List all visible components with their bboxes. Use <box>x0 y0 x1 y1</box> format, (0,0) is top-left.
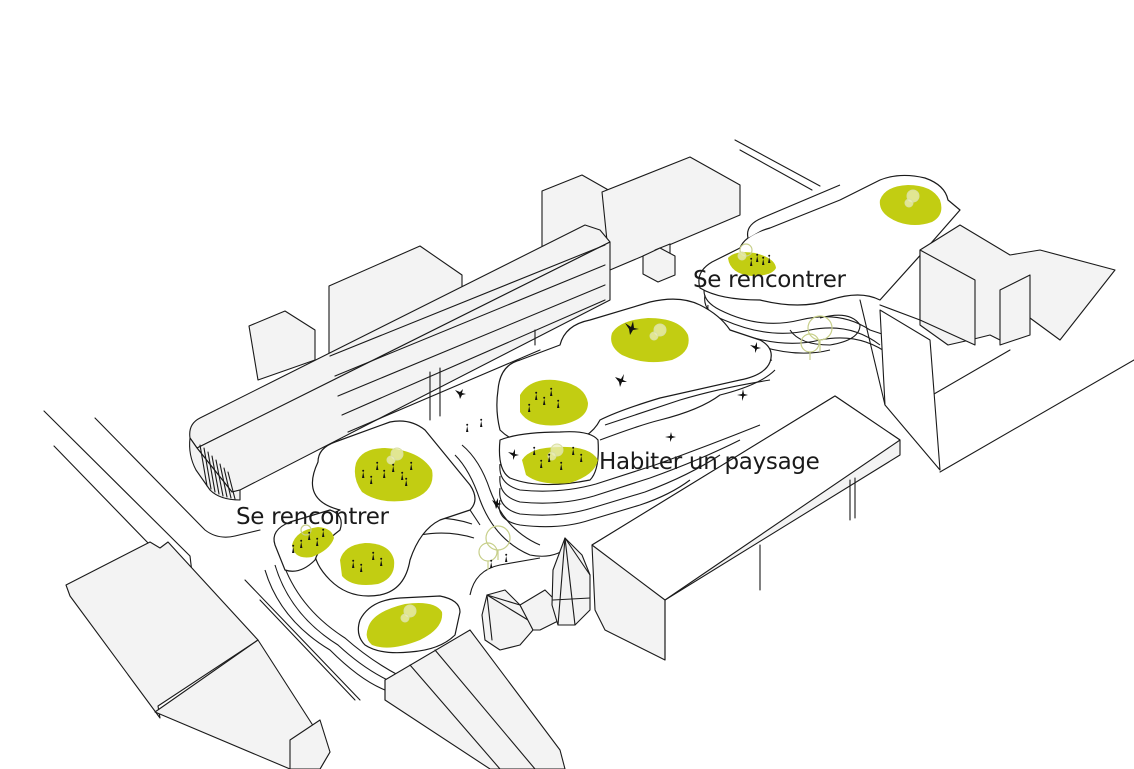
person-figure <box>401 471 404 480</box>
person-figure <box>505 553 508 562</box>
label-habiter-un-paysage: Habiter un paysage <box>599 449 820 475</box>
person-figure <box>372 551 375 560</box>
person-figure <box>480 418 483 427</box>
lawns <box>292 185 942 648</box>
label-se-rencontrer-left: Se rencontrer <box>236 504 389 530</box>
person-figure <box>533 446 536 455</box>
lawn-southwest-low <box>366 603 443 648</box>
person-figure <box>380 557 383 566</box>
person-figure <box>362 469 365 478</box>
person-figure <box>756 253 759 262</box>
courtyard-contours <box>454 314 861 596</box>
pitched-roof-houses <box>481 537 591 651</box>
lawn-southwest-mid <box>340 543 395 585</box>
person-figure <box>360 563 363 572</box>
lawn-southwest-top <box>354 448 433 502</box>
person-figure <box>410 461 413 470</box>
person-figure <box>572 446 575 455</box>
person-figure <box>528 403 531 412</box>
person-figure <box>292 544 295 553</box>
building-east-low <box>591 395 901 661</box>
person-figure <box>383 469 386 478</box>
building-south-bar <box>384 629 566 769</box>
trees <box>300 189 920 623</box>
person-figure <box>490 559 493 568</box>
building-east-tall <box>859 224 1116 471</box>
person-figure <box>762 256 765 265</box>
label-se-rencontrer-top: Se rencontrer <box>693 267 846 293</box>
people <box>292 253 771 572</box>
person-figure <box>560 461 563 470</box>
person-figure <box>392 463 395 472</box>
person-figure <box>405 477 408 486</box>
person-figure <box>322 528 325 537</box>
person-figure <box>557 399 560 408</box>
lawn-central-low <box>522 446 598 484</box>
person-figure <box>768 254 771 263</box>
person-figure <box>308 531 311 540</box>
person-figure <box>316 537 319 546</box>
person-figure <box>352 559 355 568</box>
person-figure <box>300 539 303 548</box>
person-figure <box>466 423 469 432</box>
person-figure <box>548 453 551 462</box>
building-north-long <box>189 156 741 501</box>
lawn-central-mid <box>520 379 588 426</box>
birds <box>455 321 761 509</box>
person-figure <box>543 396 546 405</box>
person-figure <box>535 391 538 400</box>
person-figure <box>540 459 543 468</box>
person-figure <box>550 387 553 396</box>
person-figure <box>580 453 583 462</box>
rounded-end-ribs <box>199 444 236 500</box>
person-figure <box>750 257 753 266</box>
person-figure <box>370 475 373 484</box>
person-figure <box>376 461 379 470</box>
building-southwest-block <box>65 541 331 769</box>
